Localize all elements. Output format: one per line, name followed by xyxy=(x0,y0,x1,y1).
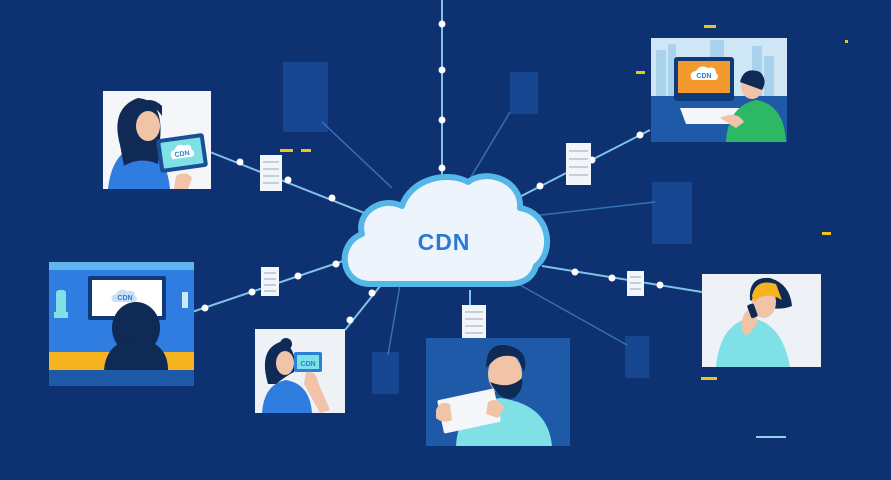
server-icon xyxy=(260,155,282,191)
node-dot xyxy=(438,66,446,74)
node-dot xyxy=(201,304,209,312)
node-dot xyxy=(656,281,664,289)
cdn-cloud-label: CDN xyxy=(418,229,471,255)
node-dot xyxy=(536,182,544,190)
node-dot xyxy=(438,20,446,28)
bg-block xyxy=(652,182,692,244)
server-icon xyxy=(627,271,644,296)
node-dot xyxy=(332,260,340,268)
bg-block xyxy=(372,352,399,394)
cdn-cloud: CDN xyxy=(341,173,551,287)
background-blocks xyxy=(283,62,692,394)
node-dot xyxy=(294,272,302,280)
bg-block xyxy=(283,62,328,132)
server-icon xyxy=(566,143,591,185)
node-dot xyxy=(346,316,354,324)
tablet-screen-label: CDN xyxy=(174,150,190,159)
node-dot xyxy=(368,289,376,297)
accent-dash xyxy=(845,40,848,43)
node-dot xyxy=(328,194,336,202)
user-card-woman-call-right xyxy=(702,274,821,367)
laptop-screen-label: CDN xyxy=(696,73,711,80)
user-card-person-monitor-left: CDN xyxy=(49,262,194,386)
server-icon xyxy=(462,305,486,341)
server-stacks xyxy=(260,143,644,341)
phone-screen-label: CDN xyxy=(300,361,315,368)
light-dash xyxy=(756,436,786,438)
node-dots xyxy=(201,20,664,324)
user-card-woman-tablet-top-left: CDN xyxy=(103,91,211,189)
connector-user-left-top xyxy=(209,151,383,221)
connector-faint xyxy=(321,121,393,189)
cloud-shape xyxy=(341,173,551,287)
user-card-man-laptop-top-right: CDN xyxy=(651,38,787,142)
connector-faint xyxy=(387,284,401,356)
server-icon xyxy=(261,267,279,296)
accent-dash xyxy=(822,232,831,235)
node-dot xyxy=(636,131,644,139)
accent-dashes xyxy=(280,25,848,380)
accent-dash xyxy=(636,71,645,74)
monitor-screen-label: CDN xyxy=(117,295,132,302)
user-card-woman-phone-bottom-left: CDN xyxy=(255,329,345,413)
accent-dash xyxy=(704,25,716,28)
node-dot xyxy=(284,176,292,184)
connector-faint xyxy=(467,111,511,183)
accent-dash xyxy=(280,149,293,152)
node-dot xyxy=(248,288,256,296)
node-dot xyxy=(571,268,579,276)
accent-dash xyxy=(301,149,311,152)
node-dot xyxy=(438,116,446,124)
accent-dash xyxy=(701,377,717,380)
node-dot xyxy=(608,274,616,282)
node-dot xyxy=(236,158,244,166)
bg-block xyxy=(510,72,538,114)
connector-faint xyxy=(519,284,628,346)
connector-user-right-bottom xyxy=(541,265,703,293)
user-card-man-tablet-bottom-center xyxy=(426,338,570,446)
bg-block xyxy=(625,336,649,378)
node-dot xyxy=(438,164,446,172)
